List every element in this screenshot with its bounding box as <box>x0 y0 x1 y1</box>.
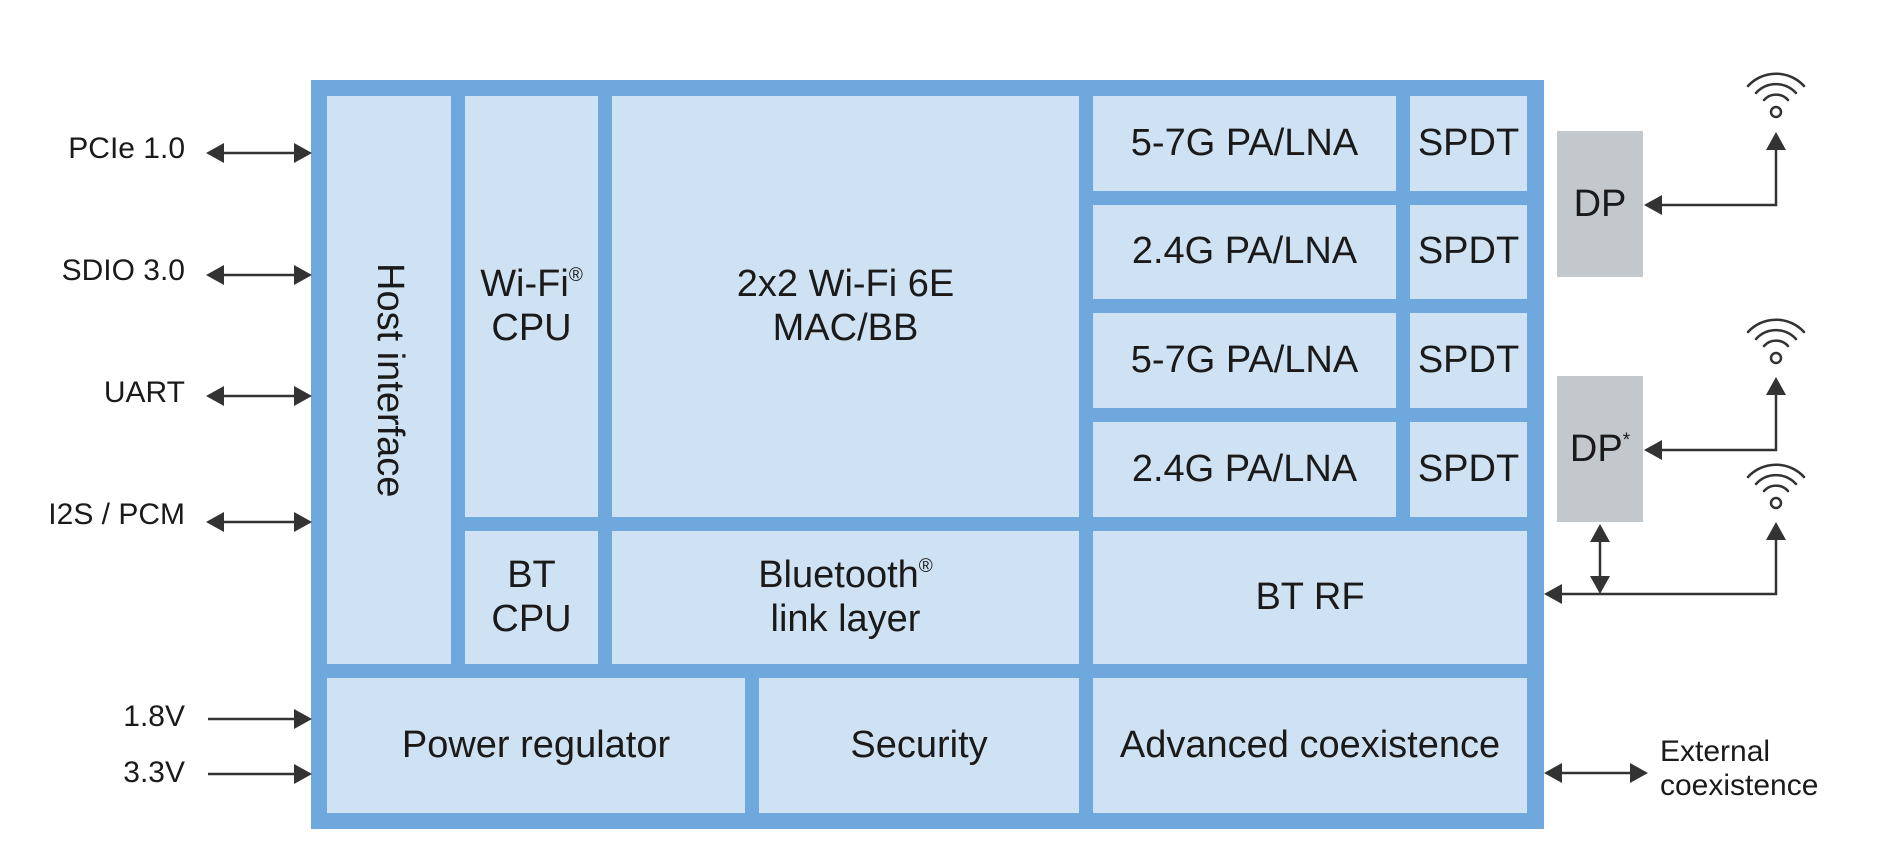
block-host-interface: Host interface <box>327 96 451 664</box>
block-spdt-3: SPDT <box>1410 313 1527 408</box>
security-label: Security <box>850 723 988 766</box>
antenna-icon <box>1746 318 1806 365</box>
dp-box-1: DP <box>1557 131 1643 277</box>
bt-link-label: Bluetooth <box>758 553 919 596</box>
arrow-dp1-antenna <box>1644 132 1786 215</box>
block-security: Security <box>759 678 1079 813</box>
pa-lna-label: 2.4G PA/LNA <box>1131 230 1358 273</box>
pa-lna-label: 5-7G PA/LNA <box>1130 338 1359 381</box>
external-label: External <box>1660 735 1771 768</box>
antenna-icon <box>1746 72 1806 119</box>
arrow-dp2-bt <box>1590 524 1610 594</box>
coexistence-label: coexistence <box>1660 769 1819 802</box>
label-i2s-pcm: I2S / PCM <box>48 498 185 531</box>
power-regulator-label: Power regulator <box>401 723 671 766</box>
dp-label: DP <box>1569 427 1623 470</box>
block-pa-lna-5-7g-2: 5-7G PA/LNA <box>1093 313 1396 408</box>
bt-cpu-label: BT <box>507 553 556 596</box>
arrow-sdio <box>206 265 312 285</box>
pa-lna-label: 5-7G PA/LNA <box>1130 121 1359 164</box>
dp-label: DP <box>1573 182 1627 225</box>
pa-lna-label: 2.4G PA/LNA <box>1131 447 1358 490</box>
label-uart: UART <box>103 376 185 409</box>
label-1-8v: 1.8V <box>123 700 185 733</box>
arrow-uart <box>206 386 312 406</box>
bt-rf-label: BT RF <box>1255 575 1365 618</box>
wifi-cpu-label: Wi-Fi <box>480 262 569 305</box>
bt-cpu-label-2: CPU <box>491 597 572 640</box>
block-spdt-1: SPDT <box>1410 96 1527 191</box>
label-external-coexistence: External coexistence <box>1660 735 1818 803</box>
block-advanced-coexistence: Advanced coexistence <box>1093 678 1527 813</box>
spdt-label: SPDT <box>1417 447 1520 490</box>
label-3-3v: 3.3V <box>123 756 185 789</box>
arrow-1-8v <box>208 709 312 729</box>
arrow-external-coexistence <box>1544 763 1648 783</box>
arrow-i2s-pcm <box>206 512 312 532</box>
registered-mark: ® <box>918 555 933 577</box>
block-pa-lna-2-4g-2: 2.4G PA/LNA <box>1093 422 1396 517</box>
antenna-icon <box>1746 463 1806 510</box>
block-spdt-2: SPDT <box>1410 205 1527 299</box>
wifi-mac-label-2: MAC/BB <box>772 306 919 349</box>
arrow-dp2-antenna <box>1644 377 1786 460</box>
dp-box-2: DP* <box>1557 376 1643 522</box>
advanced-coexistence-label: Advanced coexistence <box>1119 723 1501 766</box>
block-power-regulator: Power regulator <box>327 678 745 813</box>
block-bt-cpu: BT CPU <box>465 531 598 664</box>
spdt-label: SPDT <box>1417 121 1520 164</box>
block-bt-rf: BT RF <box>1093 531 1527 664</box>
block-pa-lna-5-7g-1: 5-7G PA/LNA <box>1093 96 1396 191</box>
label-sdio: SDIO 3.0 <box>61 254 185 287</box>
host-interface-label: Host interface <box>368 262 411 498</box>
registered-mark: ® <box>568 264 583 286</box>
arrow-3-3v <box>208 764 312 784</box>
wifi-cpu-label-2: CPU <box>491 306 572 349</box>
bt-link-label-2: link layer <box>770 597 921 640</box>
asterisk-mark: * <box>1622 429 1631 451</box>
block-pa-lna-2-4g-1: 2.4G PA/LNA <box>1093 205 1396 299</box>
block-wifi-mac-bb: 2x2 Wi-Fi 6E MAC/BB <box>612 96 1079 517</box>
spdt-label: SPDT <box>1417 338 1520 381</box>
block-wifi-cpu: Wi-Fi® CPU <box>465 96 598 517</box>
arrow-bt-rf-antenna <box>1544 522 1786 604</box>
label-pcie: PCIe 1.0 <box>68 132 185 165</box>
arrow-pcie <box>206 143 312 163</box>
spdt-label: SPDT <box>1417 230 1520 273</box>
block-spdt-4: SPDT <box>1410 422 1527 517</box>
block-bt-link-layer: Bluetooth® link layer <box>612 531 1079 664</box>
wifi-mac-label: 2x2 Wi-Fi 6E <box>736 262 955 305</box>
